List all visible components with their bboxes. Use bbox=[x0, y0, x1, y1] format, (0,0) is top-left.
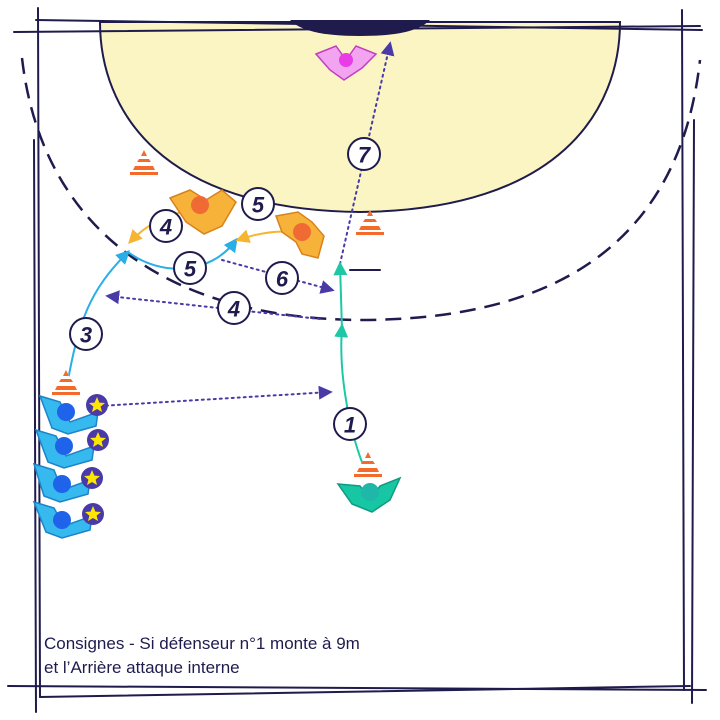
svg-text:5: 5 bbox=[252, 193, 265, 218]
step-badge-5-defender: 5 bbox=[241, 187, 275, 221]
svg-text:4: 4 bbox=[227, 297, 240, 322]
step-badge-7: 7 bbox=[347, 137, 381, 171]
svg-text:7: 7 bbox=[358, 143, 372, 168]
step-badge-4-defender: 4 bbox=[149, 209, 183, 243]
instructions-line-1: Consignes - Si défenseur n°1 monte à 9m bbox=[44, 634, 360, 653]
svg-text:3: 3 bbox=[80, 323, 92, 348]
svg-text:5: 5 bbox=[184, 257, 197, 282]
goal-area bbox=[98, 21, 622, 214]
run-path-back-step-3 bbox=[65, 250, 130, 393]
attacker-icon bbox=[34, 428, 109, 469]
attacker-icon bbox=[32, 462, 103, 503]
step-badge-5: 5 bbox=[173, 251, 207, 285]
run-path-pivot bbox=[334, 323, 367, 473]
goalkeeper-icon bbox=[314, 45, 378, 81]
instructions-line-2: et l’Arrière attaque interne bbox=[44, 658, 240, 677]
step-badge-4: 4 bbox=[217, 291, 251, 325]
cone-icon bbox=[354, 452, 382, 477]
pivot-icon bbox=[336, 476, 402, 513]
instructions-caption: Consignes - Si défenseur n°1 monte à 9m … bbox=[44, 632, 360, 680]
defender-icon bbox=[168, 189, 237, 235]
star-icon bbox=[86, 394, 108, 416]
pass-arrow-step-6 bbox=[221, 259, 335, 294]
pass-arrow-step-4 bbox=[105, 290, 321, 320]
step-badge-3: 3 bbox=[69, 317, 103, 351]
star-icon bbox=[81, 467, 103, 489]
step-badge-1: 1 bbox=[333, 407, 367, 441]
attacker-icon bbox=[38, 394, 108, 435]
attacker-icon bbox=[32, 500, 104, 539]
cone-icon bbox=[356, 210, 384, 235]
pass-arrow-step-1 bbox=[99, 385, 333, 407]
cone-icon bbox=[130, 150, 158, 175]
star-icon bbox=[87, 429, 109, 451]
defender-icon bbox=[274, 211, 325, 259]
cone-icon bbox=[52, 370, 80, 395]
pass-arrow-step-7 bbox=[339, 41, 395, 265]
court-boundary bbox=[7, 7, 707, 713]
svg-text:6: 6 bbox=[276, 267, 289, 292]
star-icon bbox=[82, 503, 104, 525]
nine-meter-line bbox=[20, 57, 702, 322]
svg-text:1: 1 bbox=[344, 413, 356, 438]
run-path-pivot-2 bbox=[333, 261, 348, 331]
svg-text:4: 4 bbox=[159, 215, 172, 240]
step-badge-6: 6 bbox=[265, 261, 299, 295]
